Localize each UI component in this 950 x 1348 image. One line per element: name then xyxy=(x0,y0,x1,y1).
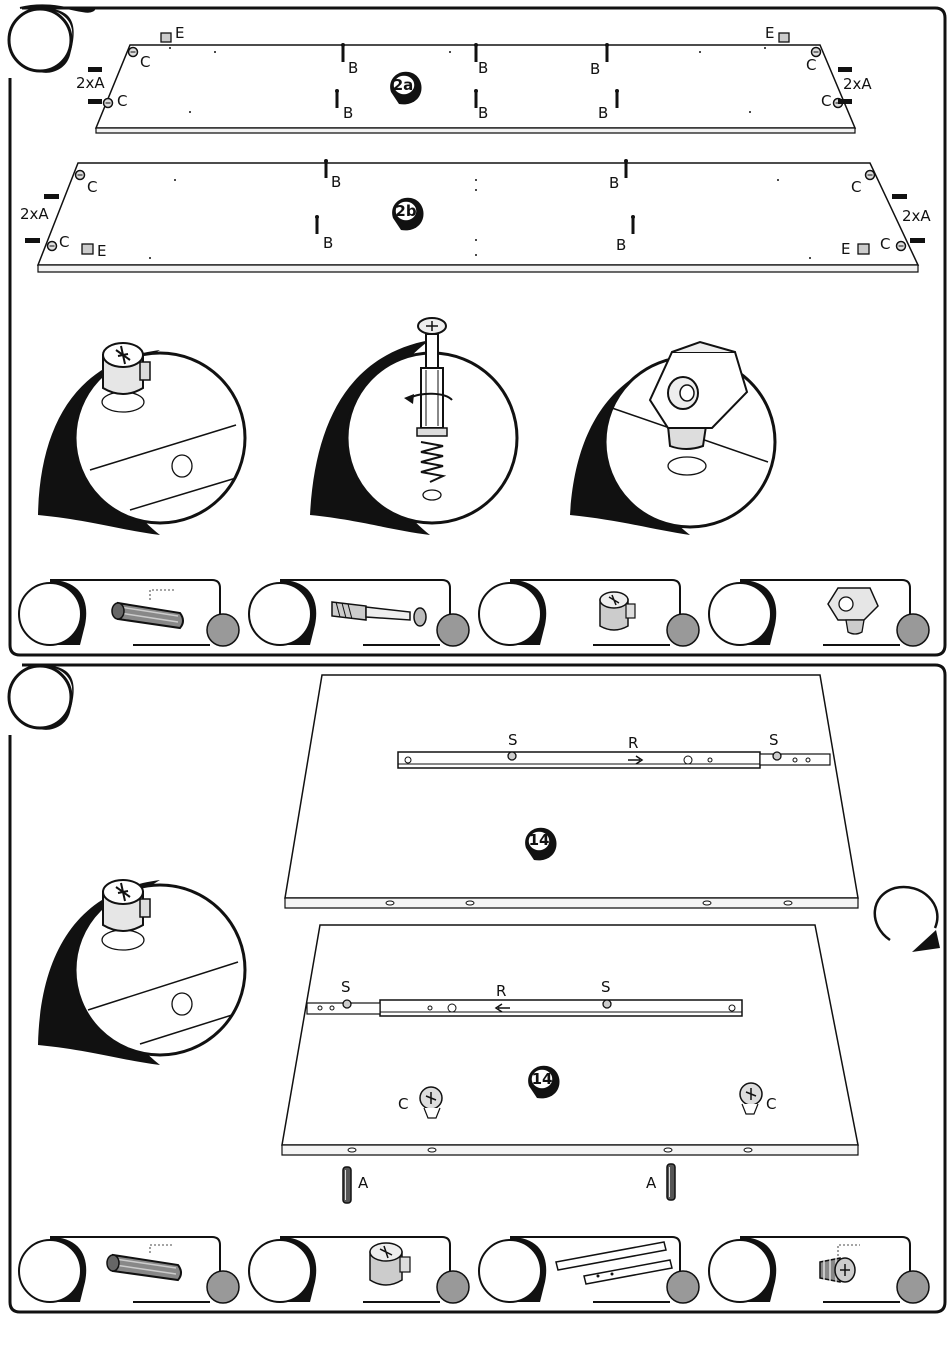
label-s: S xyxy=(508,733,518,748)
part-tile-shelf-bracket xyxy=(709,580,929,646)
label-c: C xyxy=(880,237,890,252)
part-tile-dowel-2 xyxy=(19,1237,239,1303)
label-2xa: 2xA xyxy=(76,76,105,91)
shelf-panel-bottom xyxy=(282,925,858,1155)
detail-shelf-bracket xyxy=(570,342,775,535)
dowel-a-right xyxy=(667,1164,675,1200)
part-tile-cam-lock xyxy=(479,580,699,646)
label-c: C xyxy=(117,94,127,109)
label-r: R xyxy=(628,736,638,751)
step2-parts-bar xyxy=(19,1237,929,1303)
label-c: C xyxy=(59,235,69,250)
label-b: B xyxy=(343,106,353,121)
label-b: B xyxy=(598,106,608,121)
label-b: B xyxy=(348,61,358,76)
label-c: C xyxy=(140,55,150,70)
label-2xa: 2xA xyxy=(843,77,872,92)
cam-bolt-small-icon xyxy=(332,602,426,626)
euro-screw-icon xyxy=(820,1258,855,1282)
label-a: A xyxy=(358,1176,368,1191)
shelf-bracket-small-icon xyxy=(828,588,878,634)
label-b: B xyxy=(478,61,488,76)
dowel-icon xyxy=(112,603,183,628)
label-e: E xyxy=(97,244,106,259)
detail-cam-bolt xyxy=(310,318,517,535)
label-c: C xyxy=(851,180,861,195)
cam-lock-icon xyxy=(370,1243,410,1285)
panel-2a xyxy=(88,33,855,133)
label-b: B xyxy=(590,62,600,77)
step2-number-circle xyxy=(9,666,71,728)
label-b: B xyxy=(616,238,626,253)
label-s: S xyxy=(341,980,351,995)
label-c: C xyxy=(766,1097,776,1112)
detail-cam-lock-step2 xyxy=(38,880,245,1065)
bracket-e-2a-left xyxy=(161,33,171,42)
panel-2b xyxy=(25,159,925,272)
part-tile-dowel xyxy=(19,580,239,646)
label-2xa: 2xA xyxy=(902,209,931,224)
bracket-e-2b-left xyxy=(82,244,93,254)
detail-cam-lock xyxy=(38,343,245,535)
part-tile-drawer-rail xyxy=(479,1237,699,1303)
dowel-a-left xyxy=(343,1167,351,1203)
label-c: C xyxy=(398,1097,408,1112)
step1-number-circle xyxy=(9,9,71,71)
rotate-arrow-icon xyxy=(875,887,940,952)
part-tile-cam-bolt xyxy=(249,580,469,646)
label-r: R xyxy=(496,984,506,999)
drawer-rail-bottom xyxy=(307,1000,742,1016)
label-e: E xyxy=(841,242,850,257)
label-b: B xyxy=(609,176,619,191)
bracket-e-2b-right xyxy=(858,244,869,254)
dowel-icon xyxy=(107,1255,181,1280)
label-s: S xyxy=(769,733,779,748)
label-s: S xyxy=(601,980,611,995)
bubble-14-top: 14 xyxy=(524,825,554,855)
label-b: B xyxy=(478,106,488,121)
cam-lock-small-icon xyxy=(600,592,635,630)
label-b: B xyxy=(323,236,333,251)
label-c: C xyxy=(87,180,97,195)
label-e: E xyxy=(175,26,184,41)
bubble-2a: 2a xyxy=(388,70,418,100)
bubble-2b: 2b xyxy=(391,196,421,226)
part-tile-cam-lock-2 xyxy=(249,1237,469,1303)
bubble-14-bottom: 14 xyxy=(527,1064,557,1094)
part-tile-euro-screw xyxy=(709,1237,929,1303)
cam-lock-icon xyxy=(103,343,150,394)
step1-parts-bar xyxy=(19,580,929,646)
label-b: B xyxy=(331,175,341,190)
shelf-panel-top xyxy=(285,675,858,908)
label-c: C xyxy=(806,58,816,73)
label-2xa: 2xA xyxy=(20,207,49,222)
drawer-rail-icon xyxy=(556,1242,672,1284)
label-c: C xyxy=(821,94,831,109)
label-a: A xyxy=(646,1176,656,1191)
bracket-e-2a-right xyxy=(779,33,789,42)
label-e: E xyxy=(765,26,774,41)
drawer-rail-top xyxy=(398,752,830,768)
